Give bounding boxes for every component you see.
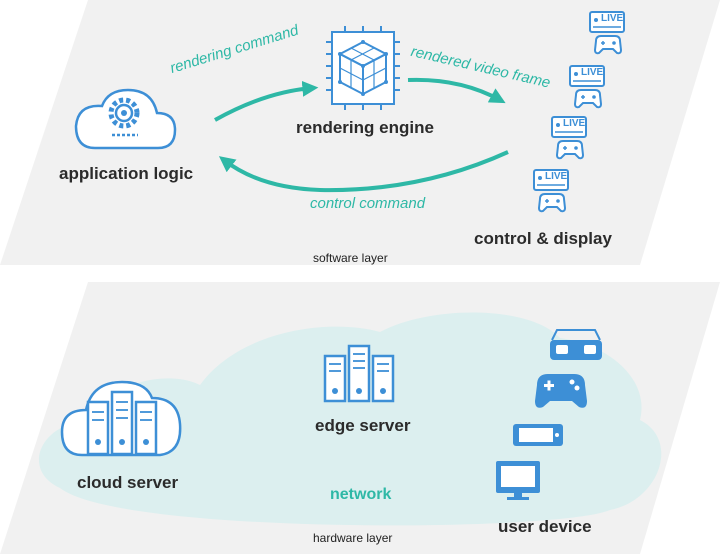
live-badge: LIVE xyxy=(601,13,624,24)
edge-server-label: edge server xyxy=(315,416,411,435)
rendered-video-frame-arrow xyxy=(407,77,506,104)
control-command-arrow xyxy=(218,150,509,193)
hardware-layer-label: hardware layer xyxy=(313,531,393,545)
rendering-command-arrow xyxy=(214,80,319,122)
monitor-icon xyxy=(496,461,540,500)
rendering-engine-label: rendering engine xyxy=(296,118,434,137)
gear-cloud-icon xyxy=(74,88,177,150)
control-display-label: control & display xyxy=(474,229,612,248)
gamepad-icon xyxy=(535,374,587,408)
server-cloud-icon xyxy=(60,380,182,457)
vr-headset-icon xyxy=(550,329,602,360)
application-logic-label: application logic xyxy=(59,164,194,183)
live-badge: LIVE xyxy=(563,118,586,129)
live-badge: LIVE xyxy=(545,171,568,182)
server-rack-icon xyxy=(323,344,395,403)
smartphone-icon xyxy=(513,424,563,446)
software-layer-label: software layer xyxy=(313,251,388,265)
user-device-label: user device xyxy=(498,517,592,536)
live-badge: LIVE xyxy=(581,67,604,78)
network-label: network xyxy=(330,486,392,503)
cloud-server-label: cloud server xyxy=(77,473,179,492)
cube-chip-icon xyxy=(326,26,400,110)
control-command-label: control command xyxy=(310,195,426,212)
